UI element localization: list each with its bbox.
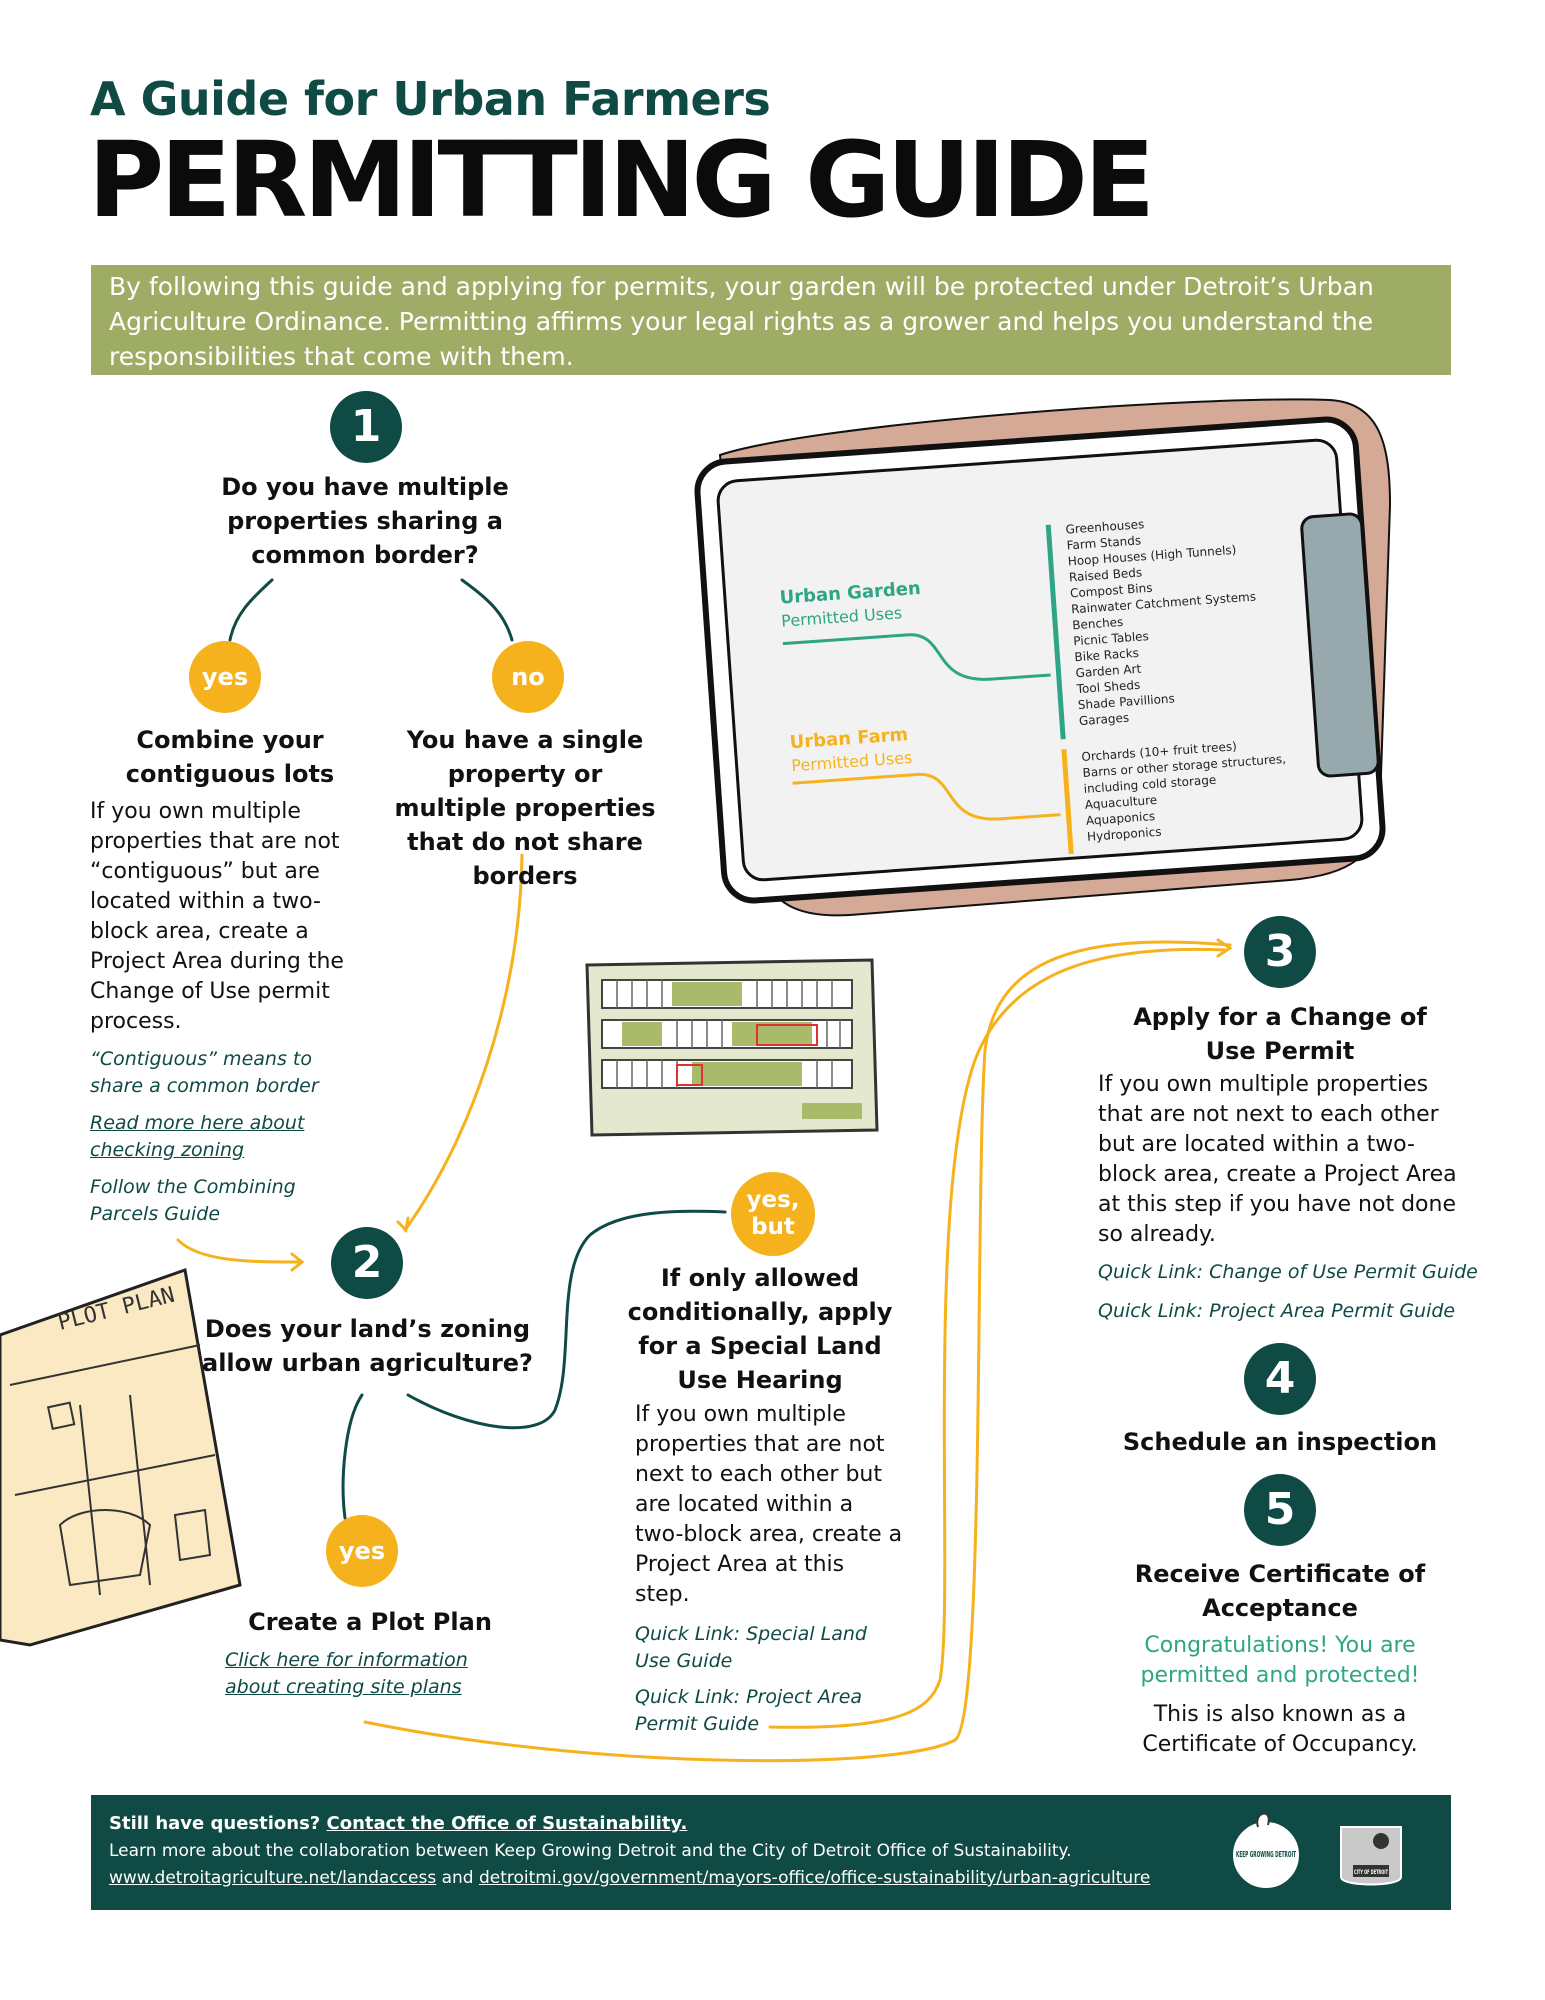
step-1-no-badge: no xyxy=(492,641,564,713)
change-of-use-quick-link[interactable]: Quick Link: Change of Use Permit Guide xyxy=(1098,1261,1478,1283)
step-2-number: 2 xyxy=(331,1227,403,1299)
footer-collaboration-text: Learn more about the collaboration betwe… xyxy=(109,1841,1072,1861)
detroitagriculture-link[interactable]: www.detroitagriculture.net/landaccess xyxy=(109,1868,437,1888)
contact-sustainability-link[interactable]: Contact the Office of Sustainability. xyxy=(326,1813,688,1834)
svg-text:Compost Bins: Compost Bins xyxy=(1070,581,1153,601)
step-4-number: 4 xyxy=(1244,1343,1316,1415)
project-area-quick-link-2[interactable]: Quick Link: Project Area Permit Guide xyxy=(635,1686,863,1735)
svg-text:Tool Sheds: Tool Sheds xyxy=(1075,678,1140,696)
intro-text: By following this guide and applying for… xyxy=(109,272,1374,371)
svg-text:KEEP GROWING DETROIT: KEEP GROWING DETROIT xyxy=(1236,1850,1296,1859)
svg-text:CITY OF DETROIT: CITY OF DETROIT xyxy=(1354,1869,1389,1876)
keep-growing-detroit-logo: KEEP GROWING DETROIT xyxy=(1231,1812,1301,1890)
site-plans-link[interactable]: Click here for information about creatin… xyxy=(225,1649,468,1698)
inspection-heading: Schedule an inspection xyxy=(1122,1428,1438,1456)
zoning-map-illustration xyxy=(585,958,879,1137)
svg-text:Picnic Tables: Picnic Tables xyxy=(1073,629,1149,648)
special-land-use-body: If you own multiple properties that are … xyxy=(635,1402,903,1607)
step-5-number: 5 xyxy=(1244,1474,1316,1546)
checking-zoning-link[interactable]: Read more here about checking zoning xyxy=(90,1112,305,1161)
yes-but-text: yes, but xyxy=(746,1187,800,1240)
certificate-heading: Receive Certificate of Acceptance xyxy=(1134,1560,1426,1622)
detroitmi-link[interactable]: detroitmi.gov/government/mayors-office/o… xyxy=(478,1868,1151,1888)
plot-plan-heading: Create a Plot Plan xyxy=(248,1608,492,1636)
footer-bar: Still have questions? Contact the Office… xyxy=(91,1795,1451,1910)
change-of-use-heading: Apply for a Change of Use Permit xyxy=(1133,1003,1427,1065)
svg-text:Aquaponics: Aquaponics xyxy=(1085,809,1155,828)
svg-text:Greenhouses: Greenhouses xyxy=(1065,517,1145,536)
step-2-question: Does your land’s zoning allow urban agri… xyxy=(202,1315,533,1377)
footer-links: www.detroitagriculture.net/landaccess an… xyxy=(109,1868,1151,1888)
svg-text:Hydroponics: Hydroponics xyxy=(1087,825,1162,844)
svg-text:Raised Beds: Raised Beds xyxy=(1068,565,1142,584)
intro-banner: By following this guide and applying for… xyxy=(91,265,1451,375)
combining-parcels-note: Follow the Combining Parcels Guide xyxy=(90,1176,296,1225)
footer-questions: Still have questions? Contact the Office… xyxy=(109,1813,688,1834)
guide-subtitle: A Guide for Urban Farmers xyxy=(90,72,771,126)
step-2-yes-badge: yes xyxy=(326,1515,398,1587)
svg-text:Aquaculture: Aquaculture xyxy=(1084,793,1157,812)
step-2-yes-but-badge: yes, but xyxy=(731,1172,815,1256)
combine-lots-heading: Combine your contiguous lots xyxy=(125,726,335,788)
special-land-use-quick-link[interactable]: Quick Link: Special Land Use Guide xyxy=(635,1623,867,1672)
svg-text:Farm Stands: Farm Stands xyxy=(1066,533,1141,552)
plot-plan-illustration: PLOT PLAN xyxy=(0,1267,242,1647)
step-3-number: 3 xyxy=(1244,916,1316,988)
special-land-use-heading: If only allowed conditionally, apply for… xyxy=(627,1264,893,1394)
step-1-question: Do you have multiple properties sharing … xyxy=(221,473,509,569)
congrats-text: Congratulations! You are permitted and p… xyxy=(1140,1633,1420,1688)
city-of-detroit-logo: CITY OF DETROIT xyxy=(1340,1826,1402,1886)
change-of-use-body: If you own multiple properties that are … xyxy=(1098,1072,1457,1247)
svg-text:Bike Racks: Bike Racks xyxy=(1074,646,1139,664)
occupancy-text: This is also known as a Certificate of O… xyxy=(1142,1702,1418,1757)
svg-text:Shade Pavillions: Shade Pavillions xyxy=(1077,691,1175,712)
contiguous-note: “Contiguous” means to share a common bor… xyxy=(90,1048,319,1097)
page-title: PERMITTING GUIDE xyxy=(88,119,1155,241)
svg-text:Garden Art: Garden Art xyxy=(1075,662,1142,681)
step-1-yes-badge: yes xyxy=(189,641,261,713)
combine-lots-body: If you own multiple properties that are … xyxy=(90,799,344,1034)
clipboard-illustration: Urban Garden Permitted Uses Greenhouses … xyxy=(694,398,1392,917)
single-property-heading: You have a single property or multiple p… xyxy=(394,726,656,890)
step-1-number: 1 xyxy=(330,391,402,463)
svg-text:Benches: Benches xyxy=(1072,615,1124,633)
project-area-quick-link-3[interactable]: Quick Link: Project Area Permit Guide xyxy=(1098,1300,1456,1322)
svg-text:Garages: Garages xyxy=(1078,711,1129,728)
